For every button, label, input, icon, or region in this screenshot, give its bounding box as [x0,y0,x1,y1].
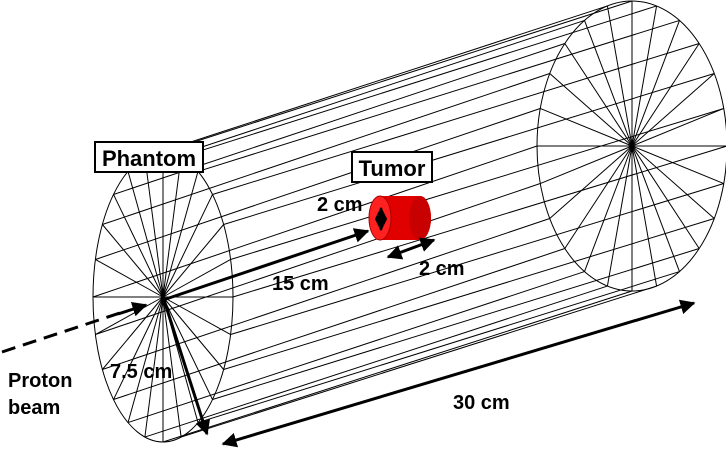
cylinder-generator-line [232,145,726,298]
cylinder-generator-line [95,107,541,260]
front-cap-spoke [127,171,164,298]
front-cap-spoke [162,194,213,298]
tumor-end-cap [409,196,431,240]
back-cap-spoke [631,108,724,147]
radius-label: 7.5 cm [110,361,172,383]
back-cap-spoke [564,145,633,249]
front-cap-spoke [162,259,231,298]
back-cap-spoke [631,145,724,184]
front-cap-spoke [162,296,225,370]
cylinder-generator-line [230,107,724,260]
front-cap-spoke [101,296,164,370]
back-cap-spoke [631,145,680,272]
back-cap-spoke [631,20,680,147]
proton-beam-label-line1: Proton [8,370,72,392]
tumor-label: Tumor [359,156,426,181]
radius-arrow [162,299,211,436]
back-cap-spoke [631,5,658,147]
depth-label: 15 cm [272,273,329,295]
front-cap-spoke [162,171,199,298]
proton-beam-arrow [117,301,148,317]
back-cap-spoke [584,20,633,147]
cylinder-generator-line [180,5,657,158]
front-cap-spoke [113,194,164,298]
back-cap-spoke [631,145,715,219]
back-cap-spoke [584,145,633,272]
back-cap-spoke [549,73,633,147]
front-cap-spoke [162,296,182,438]
front-cap-spoke [162,156,182,298]
cylinder-generator-line [95,183,541,336]
depth-arrow [162,228,370,302]
front-cap-spoke [162,224,225,298]
front-cap-spoke [95,259,164,298]
back-cap-spoke [564,43,633,147]
front-cap-spoke [127,296,164,423]
cylinder-generator-line [113,248,565,401]
cylinder-generator-line [180,285,657,438]
front-cap-spoke [144,296,164,438]
cylinder-generator-line [144,285,608,438]
cylinder-generator-line [144,5,608,158]
tumor-cylinder [368,195,431,241]
cylinder-generator-line [127,19,585,172]
back-cap-spoke [631,73,715,147]
tumor-diameter-label: 2 cm [317,194,363,216]
cylinder-generator-line [162,0,633,153]
cylinder-generator-line [212,42,700,195]
proton-beam-label-line2: beam [8,397,60,419]
back-cap-spoke [631,145,658,287]
cylinder-generator-line [197,19,680,172]
back-cap-spoke [631,145,700,249]
front-cap-spoke [95,296,164,335]
back-cap-spoke [606,5,633,147]
front-cap-spoke [162,296,231,335]
phantom-label: Phantom [102,146,196,171]
back-cap-spoke [606,145,633,287]
cylinder-generator-line [92,145,538,298]
length-label: 30 cm [453,392,510,414]
back-cap-spoke [549,145,633,219]
cylinder-generator-line [223,73,715,225]
length-arrow [221,299,696,448]
tumor-label-box [351,151,433,183]
cylinder-generator-line [102,73,550,225]
tumor-length-arrow [386,237,436,260]
front-cap-spoke [101,224,164,298]
back-cap-spoke [540,145,633,184]
front-cap-spoke [162,296,213,400]
back-cap-spoke [631,43,700,147]
front-cap-spoke [144,156,164,298]
tumor-length-label: 2 cm [419,258,465,280]
cylinder-generator-line [230,183,724,336]
back-cap-spoke [540,108,633,147]
phantom-label-box [94,141,204,173]
